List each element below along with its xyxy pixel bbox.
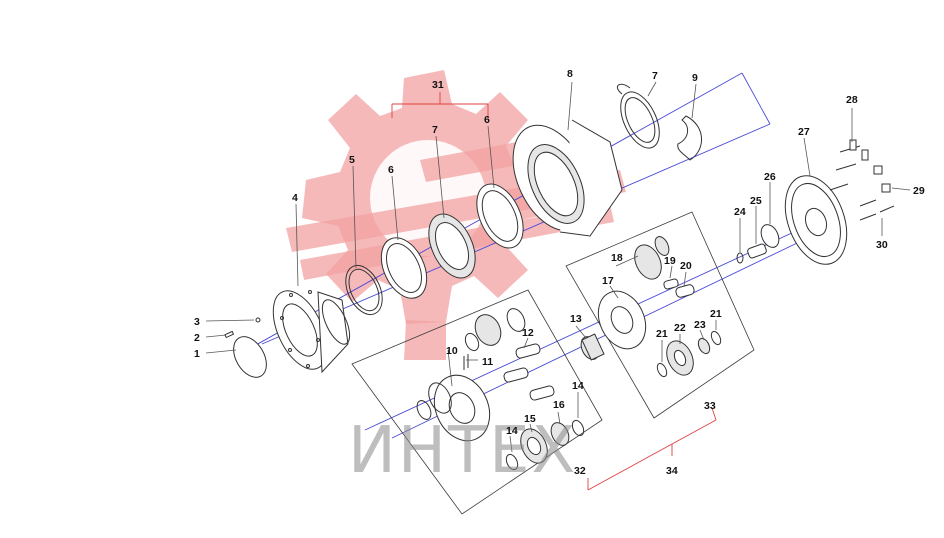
part-pin-11 (463, 354, 469, 370)
callout-27: 27 (798, 126, 810, 138)
callout-30: 30 (876, 239, 888, 251)
callout-13: 13 (570, 313, 582, 325)
callout-29: 29 (913, 185, 925, 197)
callout-33: 33 (704, 400, 716, 412)
part-planet-gear-15 (520, 428, 548, 464)
subassembly-frame-32 (351, 289, 603, 515)
part-bolts-30 (859, 199, 895, 221)
callout-11: 11 (482, 356, 493, 368)
callout-labels: 1 2 3 4 5 6 6 7 7 8 9 10 11 12 13 14 14 … (194, 68, 925, 477)
callout-14-left: 14 (506, 425, 518, 437)
callout-18: 18 (611, 252, 623, 264)
callout-16: 16 (553, 399, 565, 411)
subassembly-frame-33 (565, 211, 755, 419)
part-washer-14b (571, 419, 585, 437)
part-snap-ring-9 (677, 115, 702, 161)
part-pin-19 (663, 278, 679, 290)
callout-3: 3 (194, 316, 200, 328)
callout-15: 15 (524, 413, 536, 425)
callout-34: 34 (666, 465, 678, 477)
part-bolts-28 (829, 139, 869, 191)
part-needle-bearing-23 (697, 337, 711, 355)
callout-20: 20 (680, 260, 692, 272)
part-planet-gear-18 (634, 236, 670, 280)
part-cover-disc-1 (233, 336, 267, 378)
part-bearing-7b (617, 83, 660, 149)
part-planet-gear-22 (666, 340, 694, 376)
callout-2: 2 (194, 332, 200, 344)
part-pin-2 (224, 330, 235, 339)
callout-24: 24 (734, 206, 746, 218)
part-ring-gear-housing-8 (512, 119, 623, 237)
part-planet-gear-upper-32 (464, 308, 526, 352)
part-washer-21a (656, 362, 668, 378)
part-shaft-25 (747, 243, 767, 259)
part-planet-carrier-10 (416, 374, 491, 442)
callout-7-left: 7 (432, 124, 438, 136)
part-plug-29 (873, 165, 891, 193)
callout-14-right: 14 (572, 380, 584, 392)
callout-19: 19 (664, 255, 676, 267)
callout-26: 26 (764, 171, 776, 183)
callout-32: 32 (574, 465, 586, 477)
part-seal-26 (760, 224, 780, 248)
callout-31: 31 (432, 79, 444, 91)
part-seal-ring-5 (345, 264, 383, 316)
part-bearing-cup-6a (380, 237, 428, 299)
callout-9: 9 (692, 72, 698, 84)
callout-10: 10 (446, 345, 458, 357)
part-washer-21b (710, 330, 722, 346)
part-ball-3 (255, 317, 261, 323)
callout-6-right: 6 (484, 114, 490, 126)
callout-21-right: 21 (710, 308, 722, 320)
callout-8: 8 (567, 68, 573, 80)
callout-17: 17 (602, 275, 614, 287)
callout-22: 22 (674, 322, 686, 334)
callout-1: 1 (194, 348, 200, 360)
part-end-cover-27 (784, 175, 848, 265)
callout-leader-lines (205, 81, 911, 453)
callout-4: 4 (292, 192, 298, 204)
callout-7-right: 7 (652, 70, 658, 82)
part-washer-14a (505, 453, 519, 471)
part-sun-gear-13 (580, 333, 605, 361)
callout-5: 5 (349, 154, 355, 166)
part-planet-carrier-17 (597, 290, 647, 350)
callout-12: 12 (522, 327, 534, 339)
callout-6-left: 6 (388, 164, 394, 176)
group-bracket-31 (391, 92, 489, 118)
part-planet-shafts-12 (503, 343, 555, 401)
part-shaft-20 (675, 284, 695, 298)
part-tapered-bearing-7a (428, 213, 476, 279)
part-hub-4 (272, 290, 351, 374)
callout-25: 25 (750, 195, 762, 207)
watermark-text: ИНТЕХ (348, 414, 577, 488)
callout-28: 28 (846, 94, 858, 106)
callout-21-left: 21 (656, 328, 668, 340)
group-bracket-34 (587, 407, 717, 491)
part-needle-bearing-16 (550, 422, 570, 446)
part-bearing-cup-6b (476, 183, 524, 249)
part-ring-24 (736, 252, 744, 264)
callout-23: 23 (694, 319, 706, 331)
